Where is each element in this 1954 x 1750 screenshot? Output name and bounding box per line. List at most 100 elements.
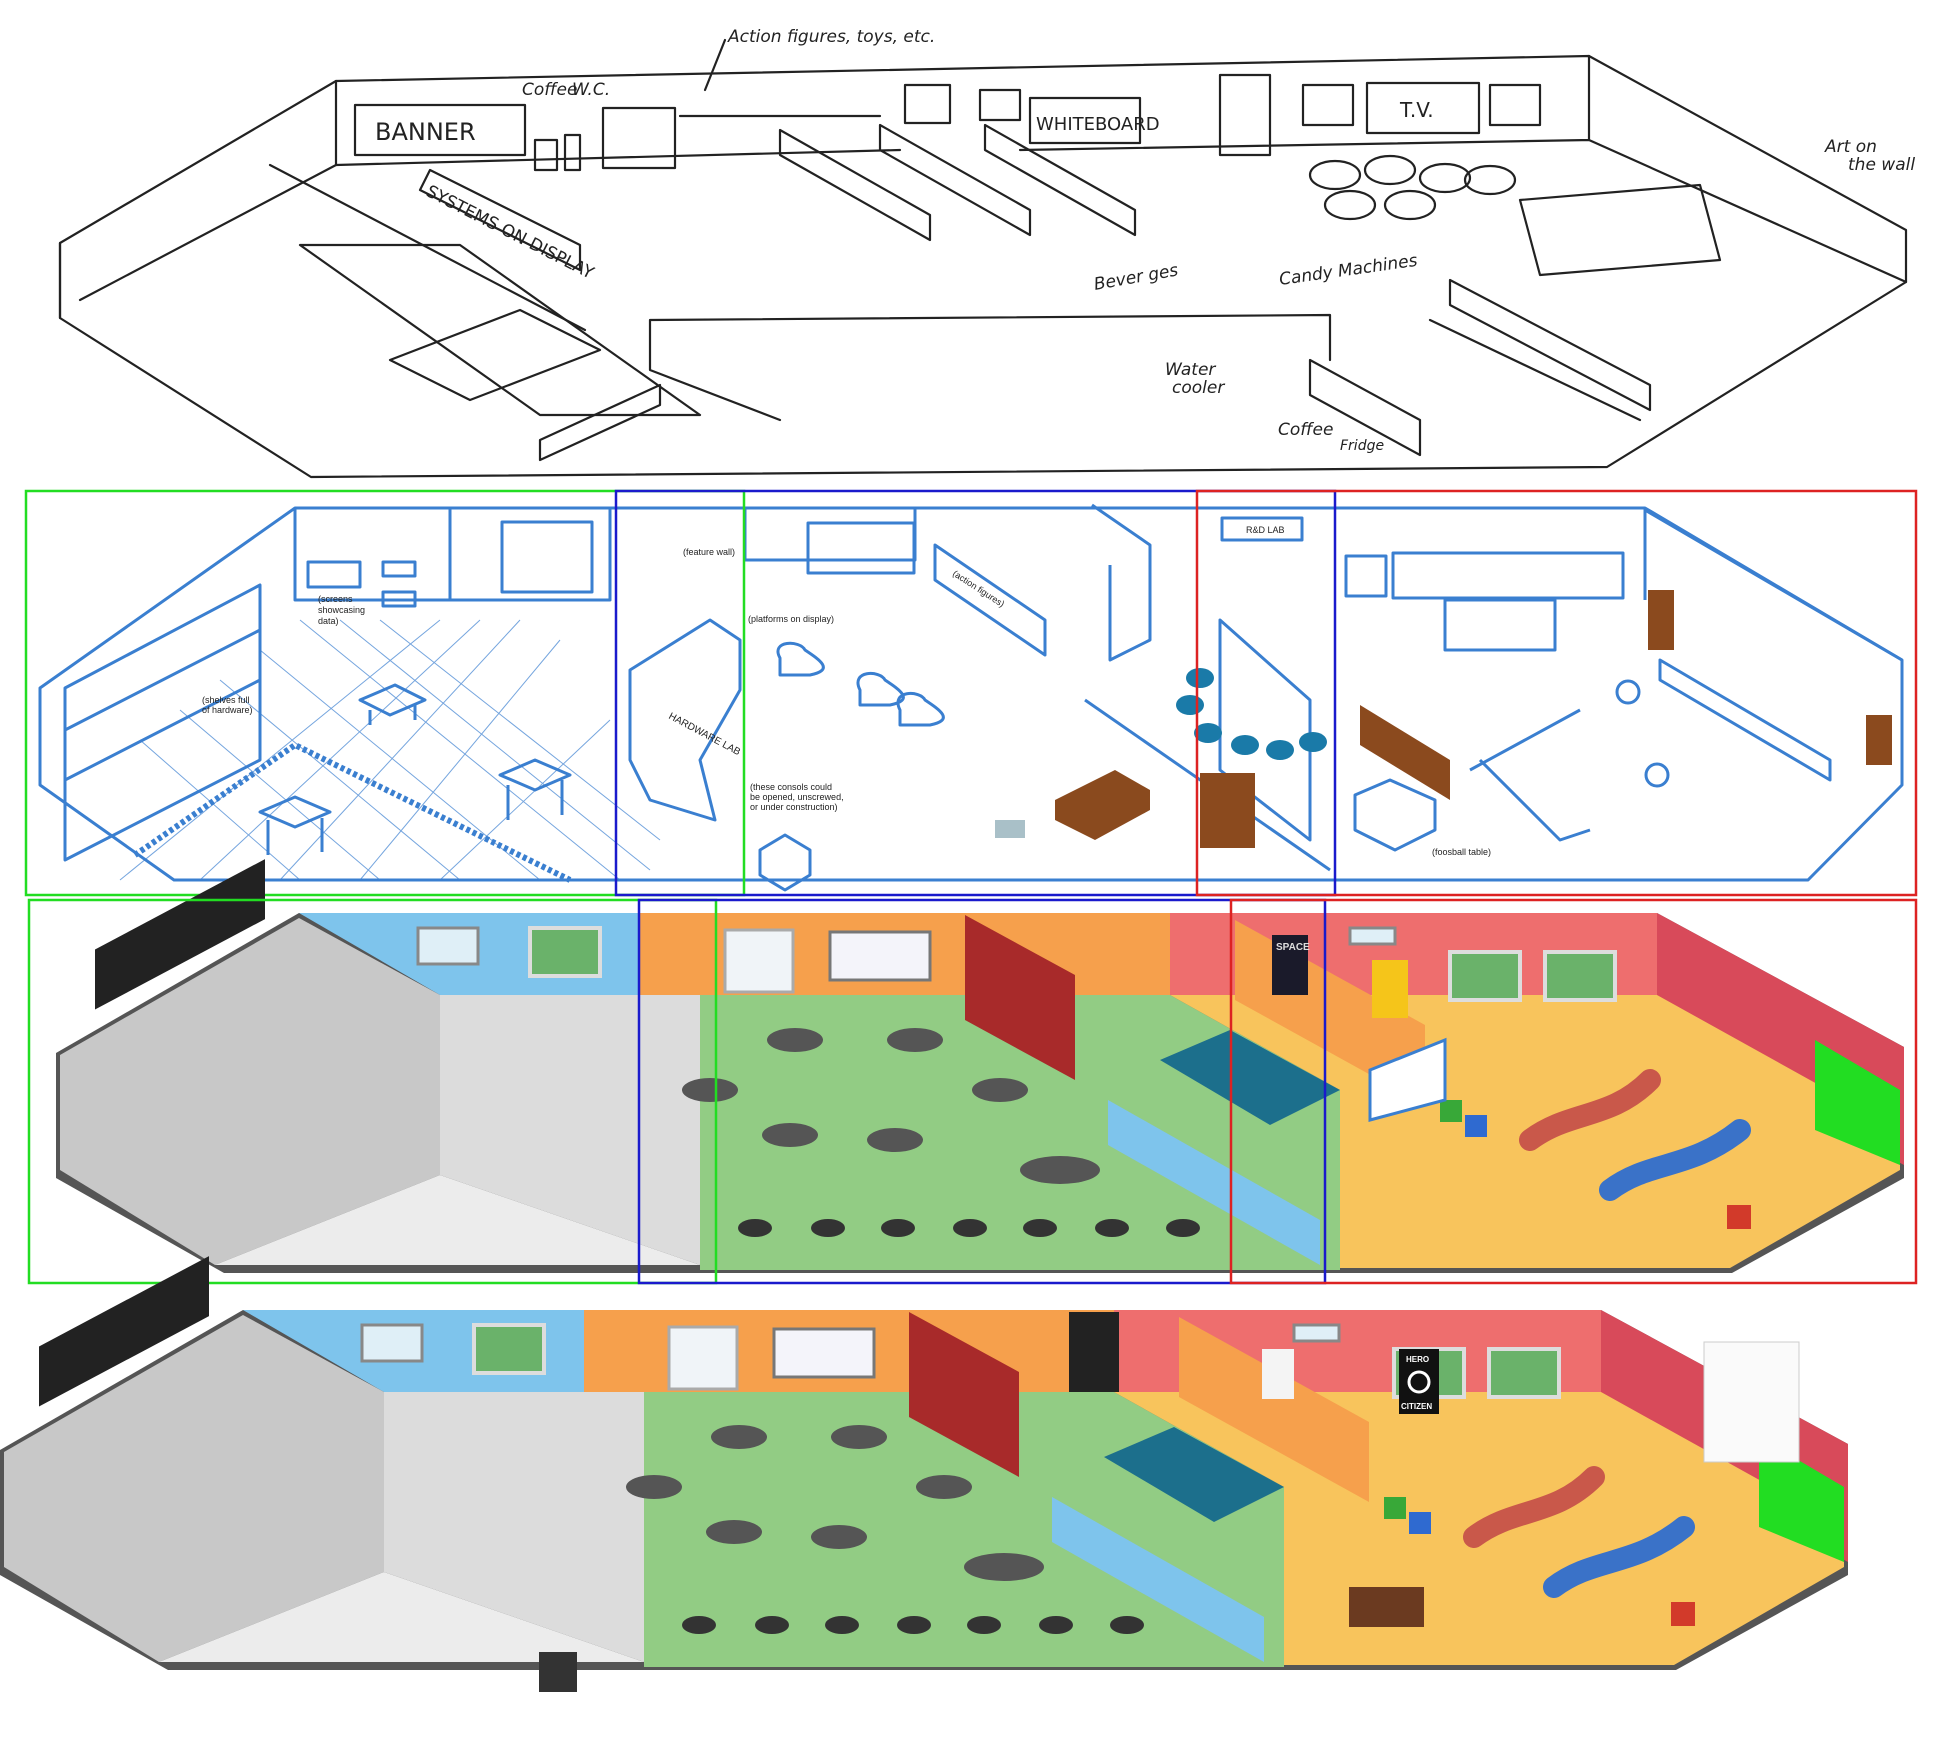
bookshelf-long [1360, 705, 1450, 800]
sketch-double-door [601, 106, 677, 170]
blueprint-action-figures-shelf [933, 543, 1047, 657]
sketch-kitchen-counter [1308, 358, 1422, 457]
bookshelf [1200, 773, 1255, 848]
blueprint-rnd-desk [1644, 508, 1903, 782]
sketch-desk-rows [778, 123, 1137, 242]
blueprint-stool [1615, 679, 1641, 705]
zone-frame-lounge [614, 489, 1337, 897]
blueprint-back-wall [293, 508, 1647, 602]
sketch-beanbags [1308, 154, 1517, 221]
sketch-systems-label: SYSTEMS ON DISPLAY [423, 182, 598, 284]
color-render-panel-2: HERO CITIZEN [0, 1256, 1848, 1692]
sketch-beverages-label: Bever ges [1092, 260, 1179, 295]
vending-machines [1069, 1312, 1119, 1392]
blueprint-foosball-table [1353, 778, 1437, 852]
blueprint-console-table [358, 683, 427, 725]
sketch-left-wall-line [58, 163, 338, 320]
blueprint-floor-lights [133, 742, 572, 883]
sketch-bookshelf [1218, 73, 1272, 157]
zone-frame-rnd-lab [1195, 489, 1918, 897]
sketch-art-frame [978, 88, 1022, 122]
sketch-art-frame [1488, 83, 1542, 127]
coffee-table [995, 820, 1025, 838]
blueprint-tv [806, 521, 916, 575]
character-poster [1262, 1349, 1294, 1399]
blueprint-lounge-seats [776, 641, 945, 727]
render-room-2 [0, 1256, 1848, 1670]
space-poster [1272, 935, 1308, 995]
sketch-back-wall-line [334, 54, 1908, 284]
screens-note: data) [318, 616, 339, 626]
sketch-art-frame [1301, 83, 1355, 127]
trash-bin [539, 1652, 577, 1692]
blueprint-rnd-sign-frame [1220, 516, 1304, 542]
space-poster-title: SPACE [1276, 942, 1310, 953]
manager-desk [1055, 770, 1150, 840]
blueprint-double-door [500, 520, 594, 594]
blueprint-beanbags [1176, 668, 1327, 760]
sketch-rnd-desks [1428, 278, 1652, 422]
consoles-note: (these consols could [750, 782, 832, 792]
feature-wall-note: (feature wall) [683, 547, 735, 557]
foosball-table [1349, 1587, 1424, 1627]
blueprint-greenscreen [1469, 708, 1591, 842]
zone-frame-lounge [637, 898, 1327, 1285]
bookshelf [1866, 715, 1892, 765]
poster-hero-label: HERO [1406, 1355, 1429, 1364]
poster-citizen-label: CITIZEN [1401, 1402, 1432, 1411]
blueprint-screen [381, 590, 417, 608]
shelves-note: of hardware) [202, 705, 253, 715]
render-room-1 [56, 859, 1904, 1273]
blueprint-stool [1644, 762, 1670, 788]
sketch-whiteboard-label: WHITEBOARD [1036, 114, 1160, 135]
poster-emblem-icon [1407, 1370, 1431, 1394]
sketch-action-figures-label: Action figures, toys, etc. [727, 27, 935, 47]
sketch-water-cooler-label: cooler [1172, 378, 1225, 398]
bookshelf [1648, 590, 1674, 650]
blueprint-screen [381, 560, 417, 578]
screens-note: showcasing [318, 605, 365, 615]
sketch-tv-label: T.V. [1399, 98, 1434, 122]
consoles-note: or under construction) [750, 802, 838, 812]
sketch-coffee-machine [533, 138, 559, 172]
pencil-sketch-panel: BANNER Coffee W.C. Action figures, toys,… [58, 27, 1915, 479]
color-render-panel-1: SPACE [27, 859, 1918, 1285]
blueprint-panel: (screens showcasing data) (shelves full … [24, 489, 1918, 897]
blueprint-table [1344, 554, 1388, 598]
sketch-arrow [703, 38, 727, 92]
sketch-banner [353, 103, 527, 157]
sketch-whiteboard [1028, 96, 1142, 145]
platforms-note: (platforms on display) [748, 614, 834, 624]
sketch-candy-label: Candy Machines [1278, 251, 1419, 290]
hero-citizen-poster [1399, 1349, 1439, 1414]
sketch-art-label: the wall [1848, 155, 1915, 175]
consoles-note: be opened, unscrewed, [750, 792, 844, 802]
sketch-water-cooler [563, 133, 582, 172]
sketch-water-cooler-label: Water [1165, 360, 1216, 380]
sketch-coffee-label: Coffee [522, 80, 577, 100]
sketch-art-frame [903, 83, 952, 125]
open-console-cube [758, 833, 812, 892]
screens-note: (screens [318, 594, 353, 604]
blueprint-partition [1091, 503, 1152, 662]
blueprint-hardware-shelves [63, 583, 262, 862]
blueprint-grid-floor [119, 619, 661, 881]
blueprint-rnd-wall [1218, 618, 1312, 842]
sketch-coffee-label: Coffee [1278, 420, 1333, 440]
sketch-bench [538, 383, 662, 462]
sketch-floor-rug [298, 243, 702, 417]
handheld-console-poster [1372, 960, 1408, 1018]
sketch-tv [1365, 81, 1481, 135]
zone-frame-hardware-lab [27, 898, 718, 1285]
zone-frame-rnd-lab [1229, 898, 1918, 1285]
blueprint-feature-wall [743, 508, 917, 562]
sketch-art-label: Art on [1824, 137, 1877, 157]
sketch-worktable [388, 308, 602, 402]
sketch-fridge-label: Fridge [1340, 438, 1384, 454]
sketch-rug [1518, 183, 1722, 277]
blueprint-windows [1391, 551, 1625, 600]
sketch-systems-display [268, 163, 587, 332]
sketch-banner-label: BANNER [375, 118, 476, 146]
blueprint-console-table [498, 758, 572, 820]
